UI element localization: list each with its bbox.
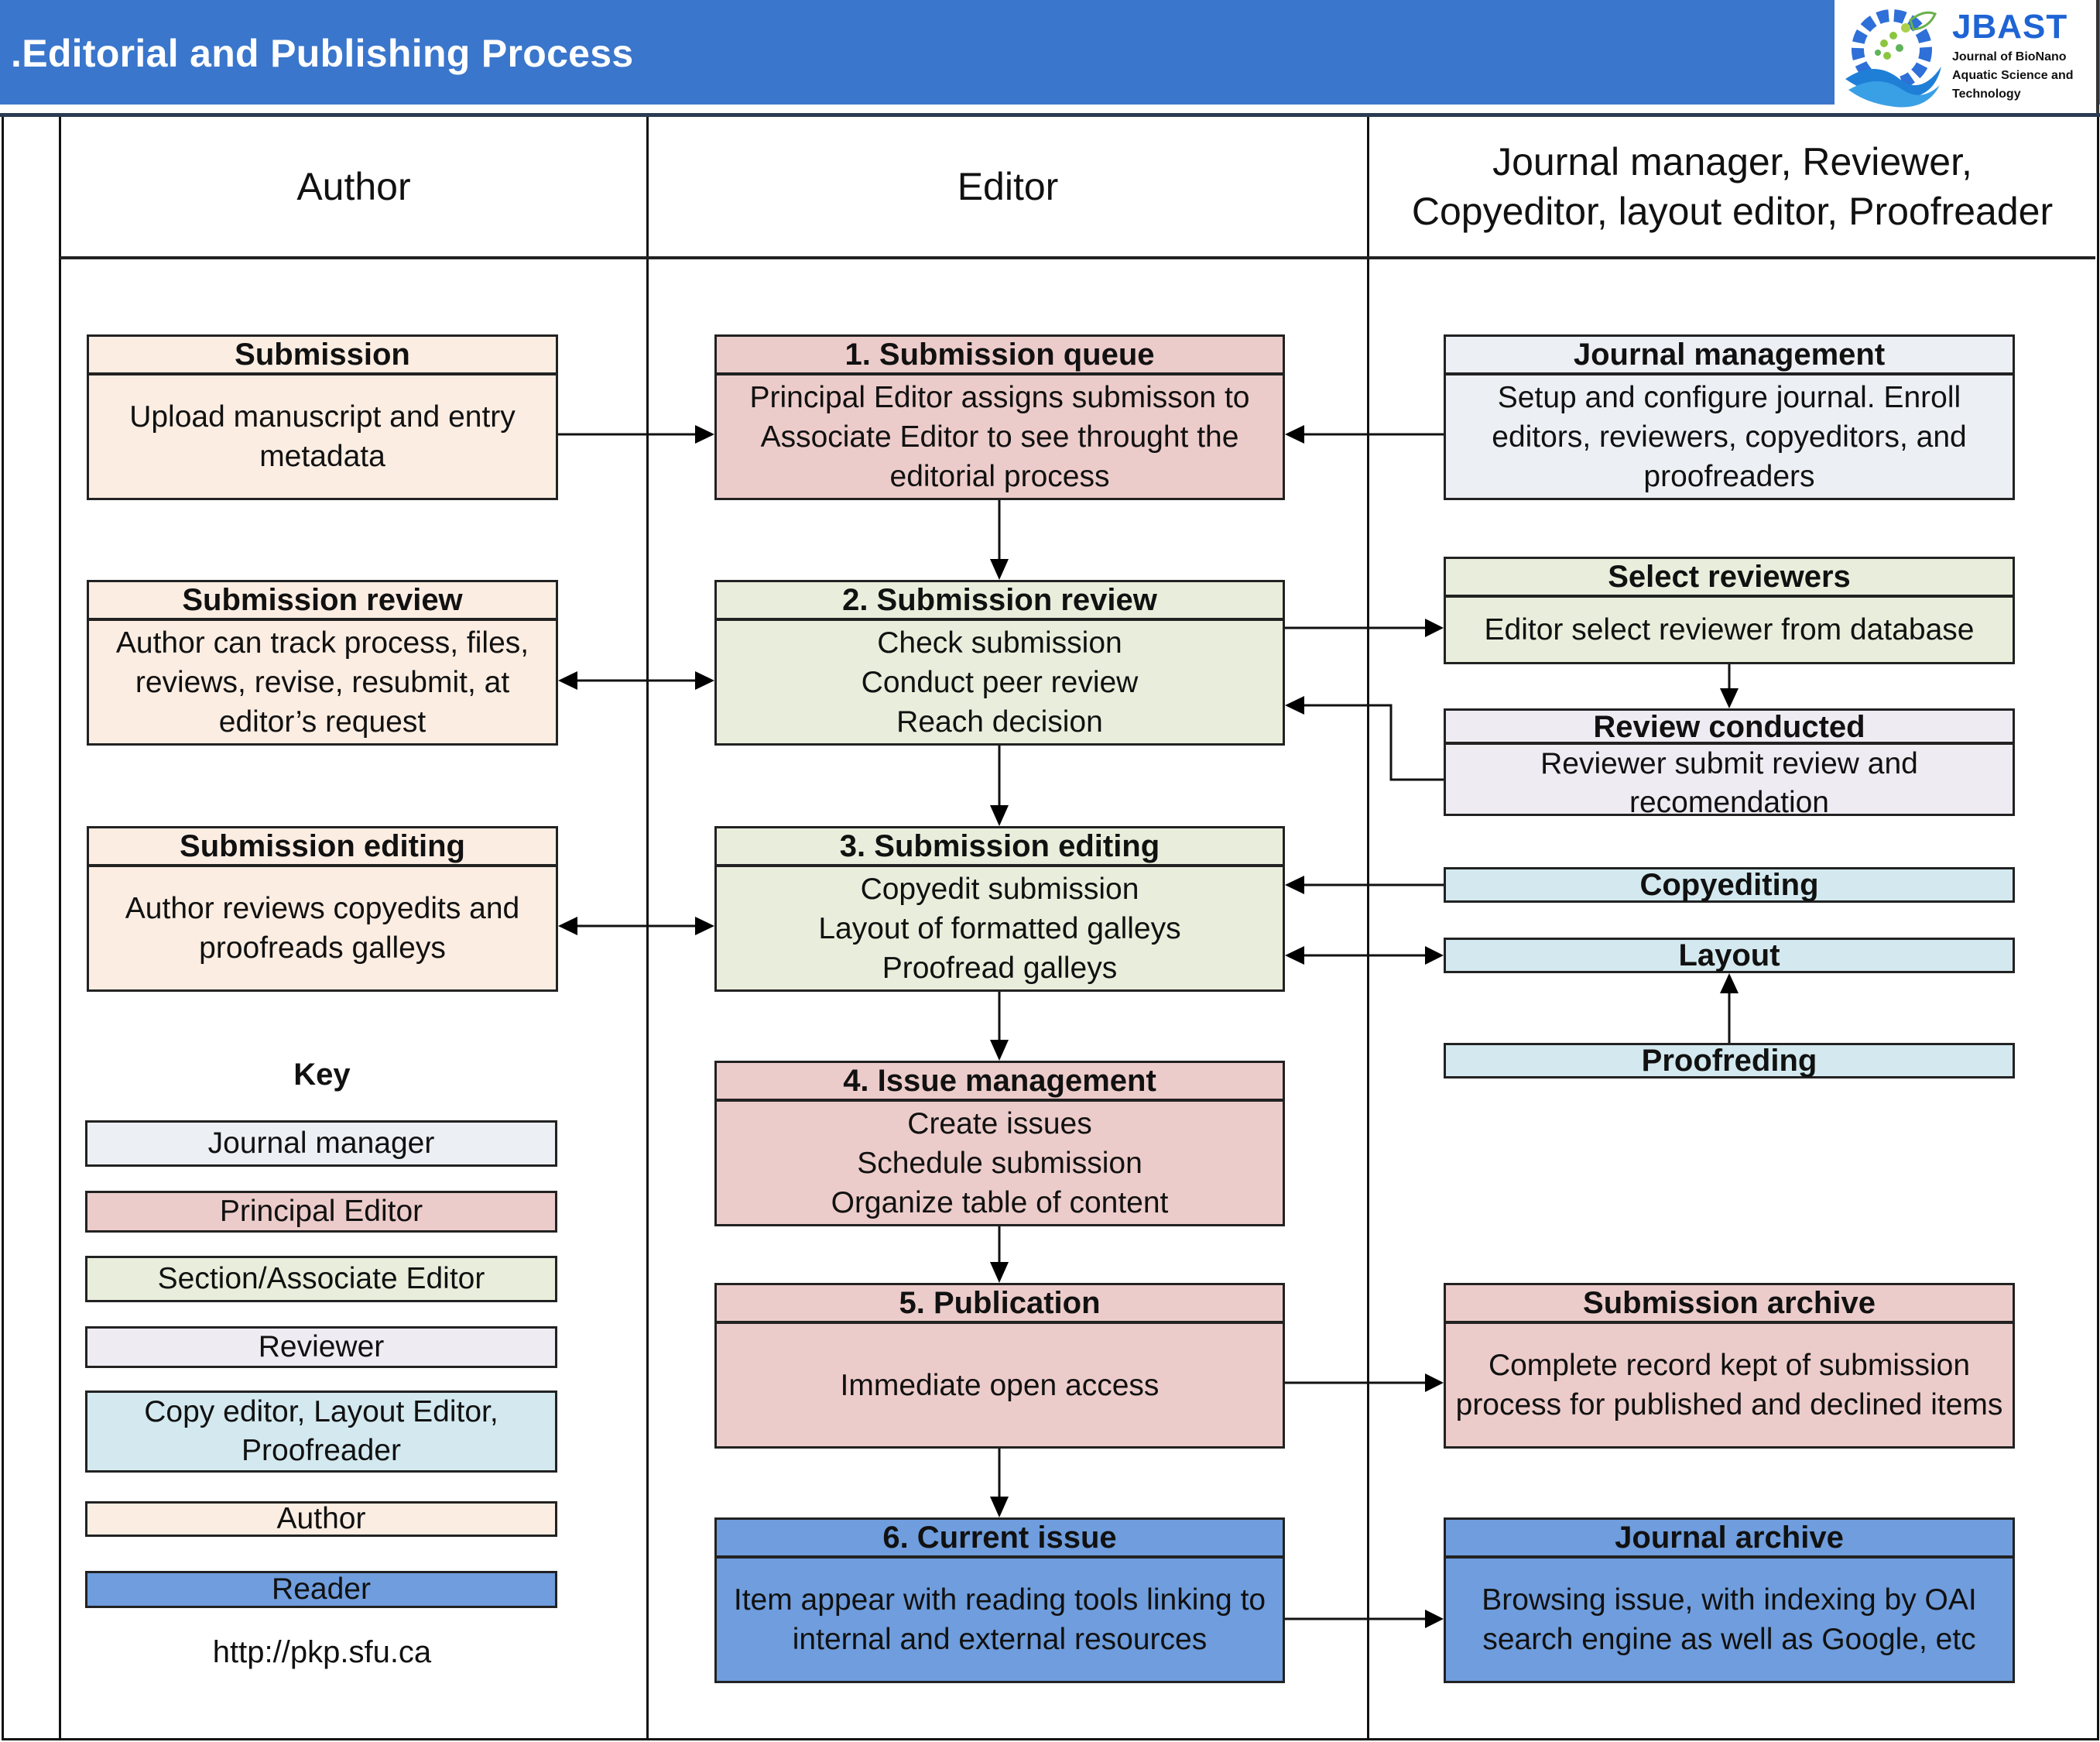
lane-divider-author-editor xyxy=(646,117,649,1740)
box-title: Submission editing xyxy=(89,828,556,867)
box-body: Upload manuscript and entry metadata xyxy=(129,400,516,473)
key-associate-editor: Section/Associate Editor xyxy=(85,1256,557,1302)
box-body: Immediate open access xyxy=(840,1368,1160,1402)
key-principal-editor: Principal Editor xyxy=(85,1191,557,1233)
task-line: Schedule submission xyxy=(857,1146,1142,1180)
key-reviewer: Reviewer xyxy=(85,1326,557,1368)
box-title: 2. Submission review xyxy=(717,582,1283,621)
key-journal-manager: Journal manager xyxy=(85,1120,557,1167)
author-submission-box: Submission Upload manuscript and entry m… xyxy=(87,334,558,500)
lane-header-roles: Journal manager, Reviewer, Copyeditor, l… xyxy=(1411,140,2054,233)
author-submission-editing-box: Submission editing Author reviews copyed… xyxy=(87,826,558,992)
box-body: Setup and configure journal. Enroll edit… xyxy=(1492,380,1967,493)
journal-management-box: Journal management Setup and configure j… xyxy=(1444,334,2015,500)
swimlane-frame xyxy=(2,117,2099,1740)
source-link[interactable]: http://pkp.sfu.ca xyxy=(212,1635,432,1669)
editor-issue-management-box: 4. Issue management Create issues Schedu… xyxy=(714,1061,1285,1226)
gear-wave-logo-icon xyxy=(1845,9,1941,108)
key-author: Author xyxy=(85,1501,557,1537)
margin-divider xyxy=(59,117,61,1740)
task-line: Proofread galleys xyxy=(882,951,1118,985)
title-banner: .Editorial and Publishing Process xyxy=(0,0,2100,105)
box-title: Submission review xyxy=(89,582,556,621)
layout-box: Layout xyxy=(1444,938,2015,973)
lane-divider-editor-roles xyxy=(1367,117,1369,1740)
box-body: Editor select reviewer from database xyxy=(1484,613,1975,646)
task-line: Copyedit submission xyxy=(860,872,1139,906)
logo-name: JBAST xyxy=(1952,8,2068,46)
box-title: 4. Issue management xyxy=(717,1063,1283,1102)
key-title: Key xyxy=(293,1058,351,1092)
box-body: Item appear with reading tools linking t… xyxy=(733,1583,1266,1656)
box-body: Copyedit submission Layout of formatted … xyxy=(717,867,1283,989)
editor-current-issue-box: 6. Current issue Item appear with readin… xyxy=(714,1517,1285,1683)
submission-archive-box: Submission archive Complete record kept … xyxy=(1444,1283,2015,1449)
task-line: Reach decision xyxy=(896,705,1103,739)
editor-submission-editing-box: 3. Submission editing Copyedit submissio… xyxy=(714,826,1285,992)
header-divider xyxy=(60,256,2095,259)
box-title: Select reviewers xyxy=(1446,559,2013,598)
box-title: 3. Submission editing xyxy=(717,828,1283,867)
box-title: Journal management xyxy=(1446,337,2013,375)
journal-archive-box: Journal archive Browsing issue, with ind… xyxy=(1444,1517,2015,1683)
box-title: 5. Publication xyxy=(717,1285,1283,1324)
task-line: Conduct peer review xyxy=(861,665,1139,699)
editor-submission-queue-box: 1. Submission queue Principal Editor ass… xyxy=(714,334,1285,500)
box-title: Review conducted xyxy=(1446,711,2013,745)
lane-header-editor: Editor xyxy=(957,165,1059,208)
copyediting-box: Copyediting xyxy=(1444,867,2015,903)
box-body: Author reviews copyedits and proofreads … xyxy=(125,892,520,965)
key-reader: Reader xyxy=(85,1571,557,1608)
box-title: Journal archive xyxy=(1446,1520,2013,1559)
lane-header-author: Author xyxy=(296,165,411,208)
box-body: Check submission Conduct peer review Rea… xyxy=(717,621,1283,743)
box-title: 1. Submission queue xyxy=(717,337,1283,375)
task-line: Check submission xyxy=(877,626,1122,660)
journal-logo: JBAST Journal of BioNano Aquatic Science… xyxy=(1835,0,2099,113)
select-reviewers-box: Select reviewers Editor select reviewer … xyxy=(1444,557,2015,664)
page-title: .Editorial and Publishing Process xyxy=(11,32,634,75)
proofreading-box: Proofreding xyxy=(1444,1043,2015,1078)
box-body: Create issues Schedule submission Organi… xyxy=(717,1102,1283,1224)
box-body: Author can track process, files, reviews… xyxy=(115,626,529,739)
task-line: Layout of formatted galleys xyxy=(818,911,1181,945)
box-body: Browsing issue, with indexing by OAI sea… xyxy=(1482,1583,1977,1656)
box-title: Submission archive xyxy=(1446,1285,2013,1324)
task-line: Organize table of content xyxy=(831,1185,1169,1219)
box-body: Complete record kept of submission proce… xyxy=(1455,1349,2003,1421)
box-body: Reviewer submit review and recomendation xyxy=(1540,747,1918,819)
box-title: 6. Current issue xyxy=(717,1520,1283,1559)
editor-submission-review-box: 2. Submission review Check submission Co… xyxy=(714,580,1285,746)
banner-divider xyxy=(0,113,2100,117)
editor-publication-box: 5. Publication Immediate open access xyxy=(714,1283,1285,1449)
author-submission-review-box: Submission review Author can track proce… xyxy=(87,580,558,746)
key-copy-layout-proof: Copy editor, Layout Editor, Proofreader xyxy=(85,1391,557,1473)
task-line: Create issues xyxy=(907,1106,1092,1140)
box-body: Principal Editor assigns submisson to As… xyxy=(749,380,1250,493)
logo-subtitle: Journal of BioNano Aquatic Science and T… xyxy=(1952,50,2074,101)
review-conducted-box: Review conducted Reviewer submit review … xyxy=(1444,708,2015,819)
box-title: Submission xyxy=(89,337,556,375)
